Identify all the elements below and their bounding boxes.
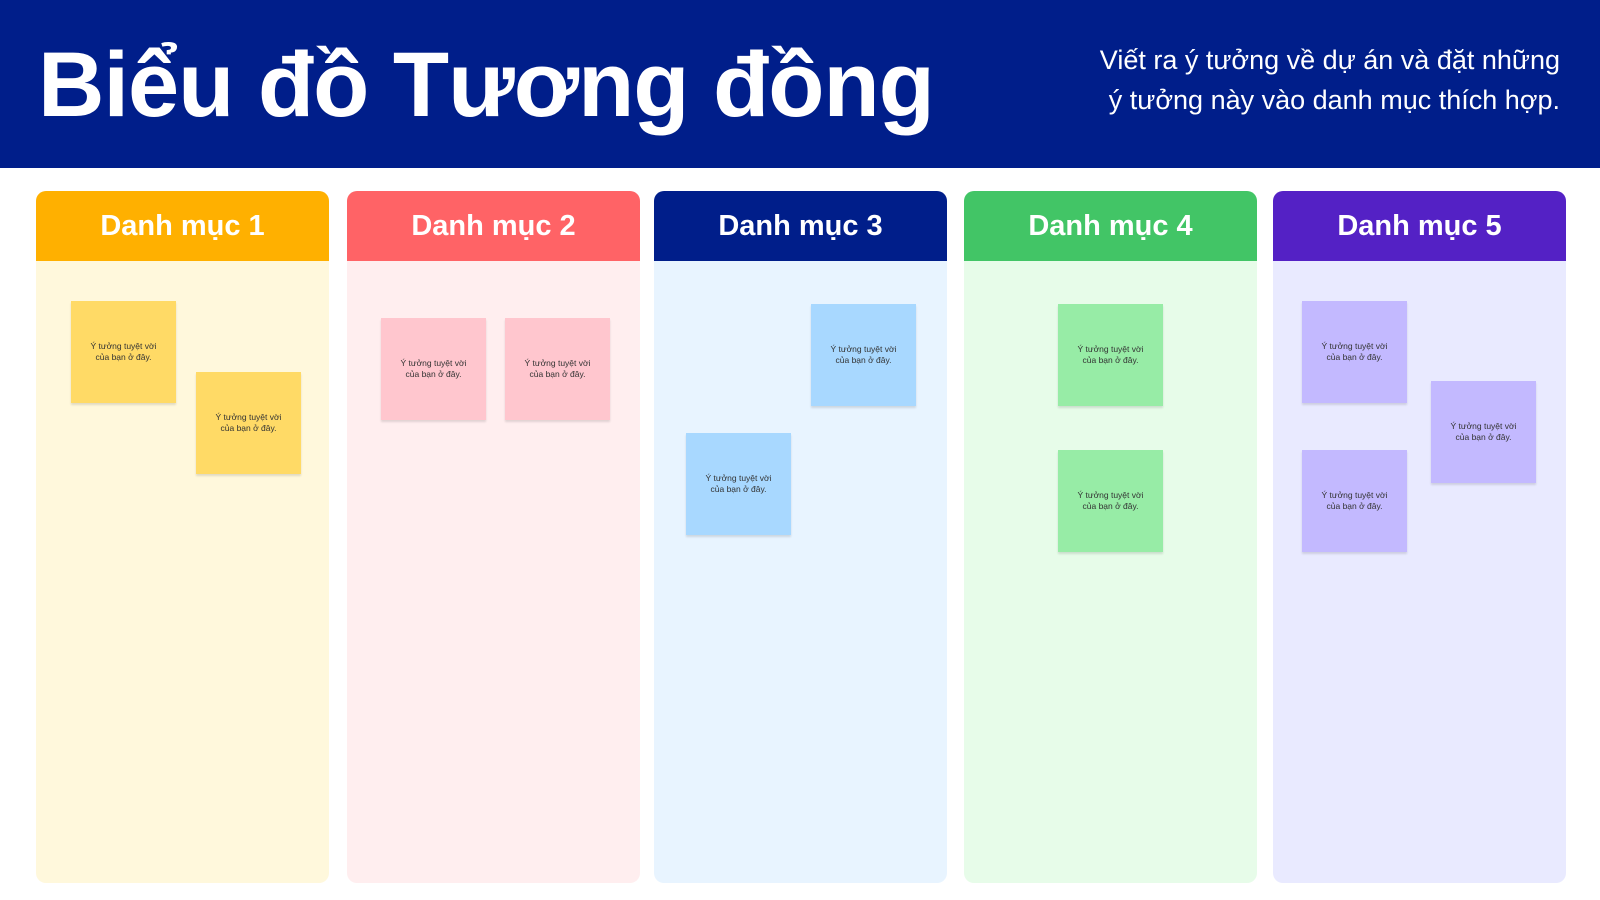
category-header-1[interactable]: Danh mục 1 — [36, 191, 329, 261]
header-banner: Biểu đồ Tương đồng Viết ra ý tưởng về dự… — [0, 0, 1600, 168]
subtitle-line-1: Viết ra ý tưởng về dự án và đặt những — [1099, 45, 1560, 75]
category-header-4[interactable]: Danh mục 4 — [964, 191, 1257, 261]
category-header-3[interactable]: Danh mục 3 — [654, 191, 947, 261]
subtitle-line-2: ý tưởng này vào danh mục thích hợp. — [1108, 85, 1560, 115]
category-header-2[interactable]: Danh mục 2 — [347, 191, 640, 261]
page-title: Biểu đồ Tương đồng — [38, 34, 935, 136]
page-subtitle: Viết ra ý tưởng về dự án và đặt những ý … — [1040, 40, 1560, 120]
category-header-5[interactable]: Danh mục 5 — [1273, 191, 1566, 261]
